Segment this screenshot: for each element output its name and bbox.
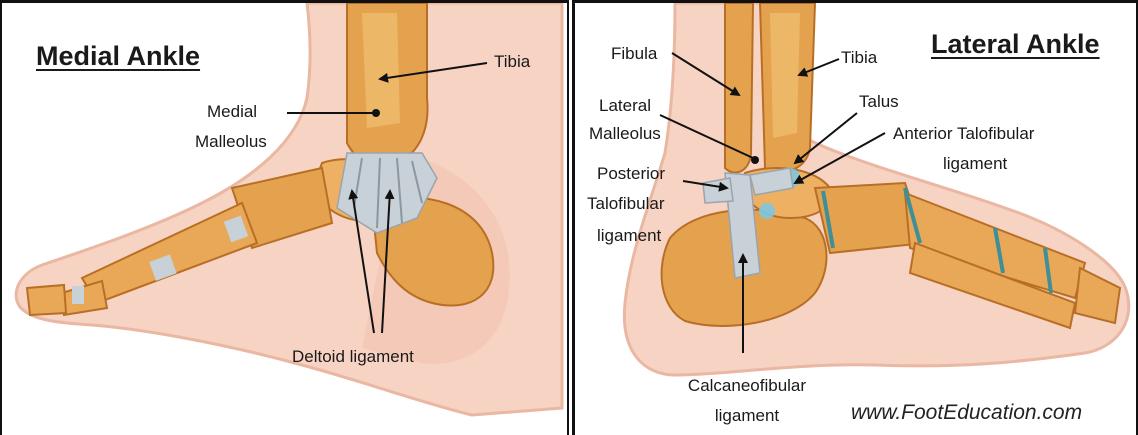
cfl-label-line1: Calcaneofibular: [657, 375, 837, 397]
deltoid-ligament-label: Deltoid ligament: [292, 346, 414, 368]
tibia-label-lateral: Tibia: [841, 47, 877, 69]
talus-label: Talus: [859, 91, 899, 113]
tibia-label-medial: Tibia: [494, 51, 530, 73]
medial-malleolus-label-line2: Malleolus: [195, 131, 267, 153]
medial-ankle-panel: Medial Ankle Tibia Medial Malleolus Delt…: [0, 0, 569, 435]
atfl-label-line2: ligament: [943, 153, 1007, 175]
medial-panel-title: Medial Ankle: [36, 41, 200, 72]
medial-malleolus-label-line1: Medial: [207, 101, 257, 123]
lateral-ankle-panel: Lateral Ankle Fibula Tibia Lateral Malle…: [572, 0, 1138, 435]
fibula-label: Fibula: [611, 43, 657, 65]
lateral-panel-title: Lateral Ankle: [931, 29, 1100, 60]
cfl-label-line2: ligament: [657, 405, 837, 427]
lateral-malleolus-label-line1: Lateral: [599, 95, 651, 117]
lateral-malleolus-label-line2: Malleolus: [589, 123, 661, 145]
ptfl-label-line3: ligament: [597, 225, 661, 247]
website-credit: www.FootEducation.com: [851, 401, 1082, 425]
atfl-label-line1: Anterior Talofibular: [893, 123, 1034, 145]
posterior-talofibular-ligament-shape: [703, 178, 733, 203]
ptfl-label-line2: Talofibular: [587, 193, 665, 215]
ptfl-label-line1: Posterior: [597, 163, 665, 185]
